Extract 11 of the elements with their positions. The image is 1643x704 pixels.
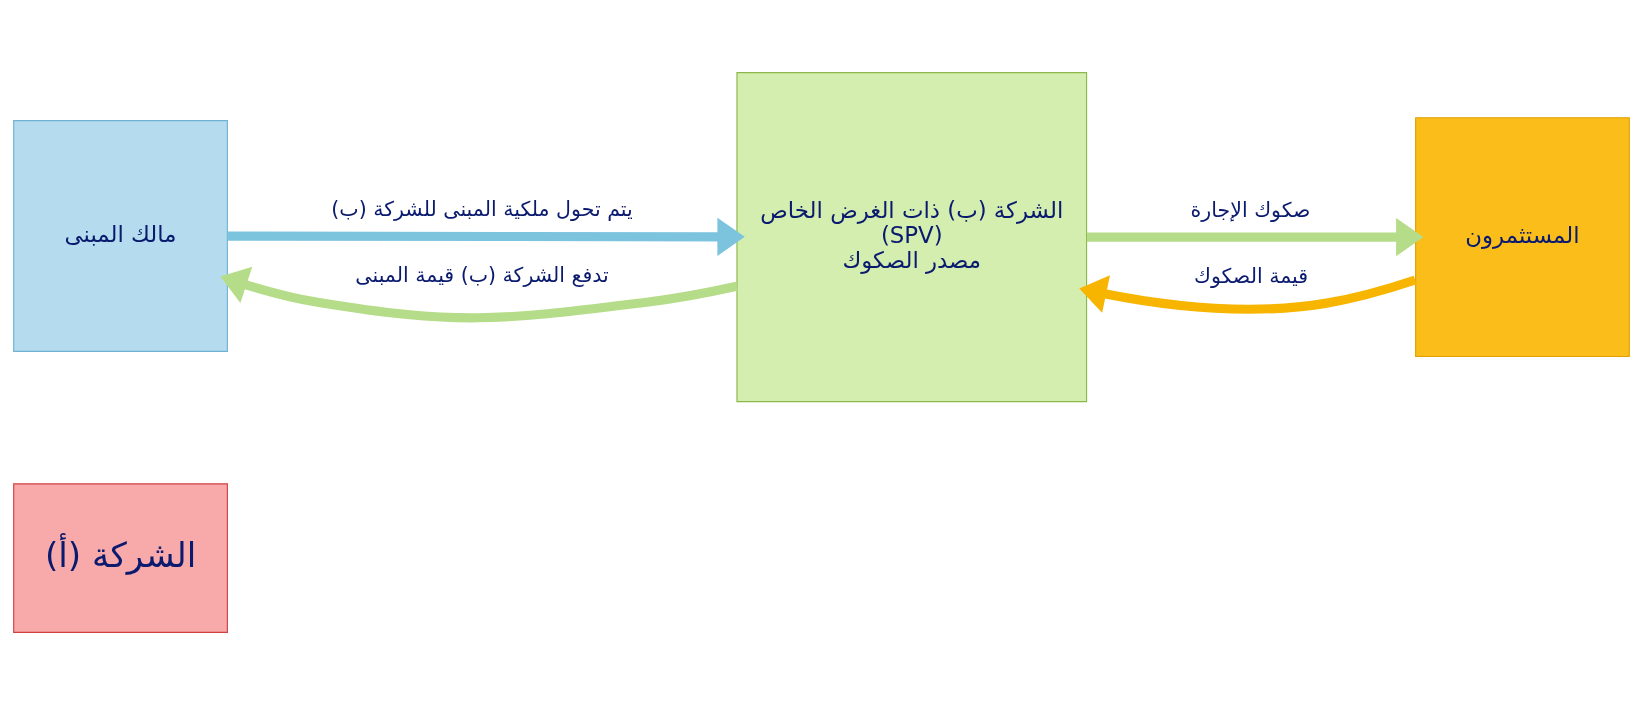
- arrow: [227, 217, 745, 256]
- arrow: [220, 266, 738, 322]
- node-box: الشركة (أ): [13, 482, 228, 633]
- node-box: المستثمرون: [1415, 116, 1630, 357]
- edge-label: صكوك الإجارة: [1190, 197, 1311, 222]
- node-box: مالك المبنى: [13, 119, 228, 352]
- edge-label: تدفع الشركة (ب) قيمة المبنى: [355, 262, 609, 287]
- arrow: [1079, 274, 1417, 314]
- arrow: [1086, 217, 1424, 256]
- edge-label: قيمة الصكوك: [1193, 263, 1309, 288]
- edge-label: يتم تحول ملكية المبنى للشركة (ب): [331, 196, 633, 221]
